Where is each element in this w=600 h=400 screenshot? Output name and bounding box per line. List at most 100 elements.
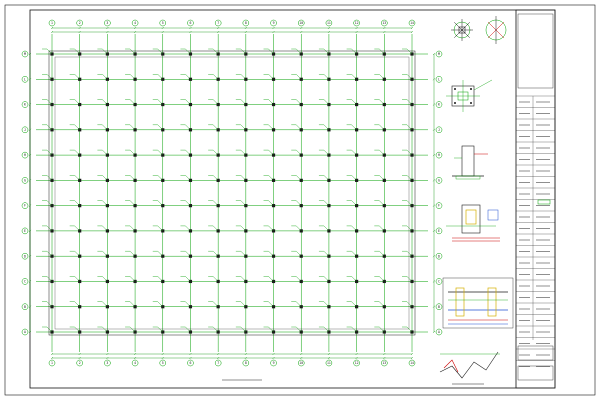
column-marker <box>133 330 137 334</box>
axis-bubble-label: 1 <box>51 21 53 25</box>
column-marker <box>382 204 386 208</box>
column-leader <box>323 276 330 282</box>
axis-bubble-label: 12 <box>355 21 359 25</box>
axis-bubble <box>21 202 29 209</box>
dimension-tick <box>217 352 220 356</box>
column-leader <box>74 276 80 282</box>
column-marker <box>50 178 54 182</box>
column-leader <box>323 99 330 105</box>
dimension-tick <box>28 179 32 182</box>
axis-bubble-label: B <box>438 305 440 309</box>
column-leader <box>351 276 357 282</box>
column-leader <box>240 175 246 181</box>
axis-bubble-label: 3 <box>106 361 108 365</box>
dimension-tick <box>133 30 137 34</box>
column-leader <box>129 326 136 333</box>
column-marker <box>105 178 109 182</box>
column-leader <box>323 74 330 80</box>
column-leader <box>213 48 219 55</box>
column-leader <box>74 251 80 257</box>
column-marker <box>188 229 193 233</box>
axis-bubble-label: 14 <box>410 21 414 25</box>
column-marker <box>133 153 137 157</box>
column-marker <box>161 178 165 182</box>
dimension-tick <box>161 356 164 360</box>
detail-5-column-left <box>455 287 465 317</box>
column-leader <box>74 200 80 206</box>
column-leader <box>185 225 191 232</box>
column-leader <box>129 48 136 55</box>
detail-1-ray <box>461 29 470 38</box>
column-leader <box>379 251 385 257</box>
column-leader <box>102 74 108 80</box>
column-marker <box>382 153 386 157</box>
dimension-tick <box>189 352 192 356</box>
dimension-tick <box>161 352 164 356</box>
column-marker <box>188 279 193 284</box>
column-leader <box>46 326 53 333</box>
axis-bubble <box>76 359 83 367</box>
axis-bubble-label: 10 <box>299 361 303 365</box>
dimension-tick <box>272 30 275 34</box>
dimension-tick <box>106 26 109 30</box>
dimension-tick <box>383 30 386 34</box>
column-leader <box>268 225 274 232</box>
column-leader <box>240 124 246 130</box>
axis-bubble-label: M <box>24 52 26 56</box>
column-leader <box>406 225 413 232</box>
column-marker <box>133 279 137 284</box>
column-leader <box>74 225 80 232</box>
axis-bubble <box>21 328 29 336</box>
column-leader <box>351 74 357 80</box>
column-leader <box>406 99 413 105</box>
dimension-tick <box>78 352 81 356</box>
column-leader <box>213 301 219 307</box>
column-marker <box>188 330 193 334</box>
dimension-tick <box>355 26 358 30</box>
detail-4-stiffener <box>465 209 477 225</box>
column-leader <box>406 276 413 282</box>
axis-bubble <box>435 50 443 58</box>
dimension-tick <box>432 52 436 56</box>
column-leader <box>240 74 246 80</box>
axis-bubble-label: F <box>438 204 440 208</box>
axis-bubble <box>270 359 277 367</box>
detail-3-column <box>461 145 475 177</box>
column-leader <box>406 74 413 80</box>
column-leader <box>74 48 80 55</box>
dimension-tick <box>189 26 192 30</box>
axis-bubble-label: 8 <box>245 21 247 25</box>
column-leader <box>268 48 274 55</box>
dimension-tick <box>383 356 386 360</box>
axis-bubble <box>435 252 443 260</box>
axis-bubble-label: 6 <box>190 21 192 25</box>
column-marker <box>271 153 276 157</box>
axis-bubble <box>48 19 56 27</box>
axis-bubble-label: 7 <box>217 21 219 25</box>
column-marker <box>327 128 331 132</box>
dimension-tick <box>410 26 414 30</box>
column-marker <box>133 52 137 56</box>
dimension-tick <box>432 179 436 182</box>
column-leader <box>379 149 385 156</box>
column-leader <box>379 124 385 130</box>
column-leader <box>213 99 219 105</box>
column-leader <box>379 175 385 181</box>
column-leader <box>351 225 357 232</box>
column-leader <box>268 74 274 80</box>
column-marker <box>327 279 331 284</box>
detail-4-plate <box>487 209 499 221</box>
axis-bubble <box>159 359 167 367</box>
column-marker <box>133 178 137 182</box>
column-marker <box>271 178 276 182</box>
column-marker <box>271 102 276 107</box>
axis-bubble-label: C <box>24 280 26 284</box>
column-marker <box>188 305 193 309</box>
column-leader <box>185 124 191 130</box>
axis-bubble-label: 2 <box>79 21 81 25</box>
column-marker <box>78 178 82 182</box>
column-leader <box>74 149 80 156</box>
column-leader <box>157 149 163 156</box>
